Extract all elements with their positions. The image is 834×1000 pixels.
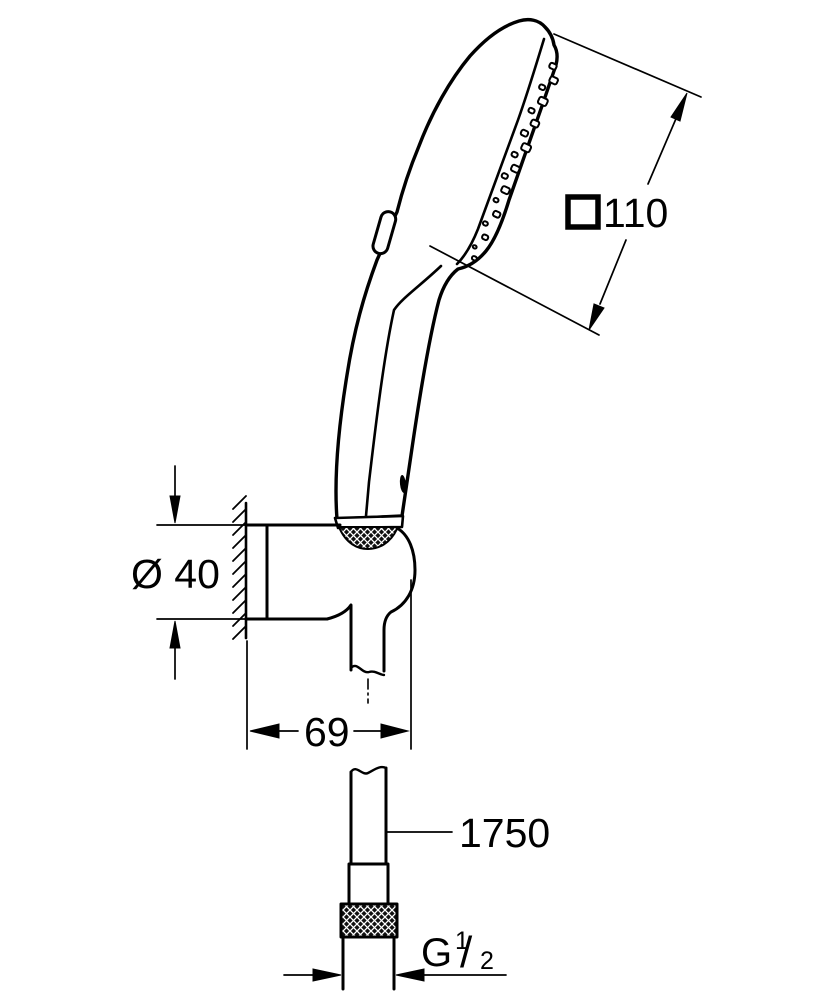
handle-seam (364, 264, 443, 518)
holder-diameter-label: Ø 40 (131, 551, 220, 597)
arrowhead-icon (312, 968, 342, 982)
handle-indicator-mark (399, 475, 407, 493)
dimension-holder-diameter: Ø 40 (131, 465, 247, 680)
head-size-label: 110 (603, 190, 668, 236)
dimension-hose-length: 1750 (386, 810, 550, 856)
wall-holder (232, 495, 417, 704)
arrowhead-icon (670, 92, 688, 122)
shower-hose (339, 765, 399, 991)
holder-ball (382, 526, 417, 673)
thread-connector-cylinder (341, 935, 396, 991)
holder-projection-label: 69 (304, 709, 350, 755)
spray-nozzles-icon (470, 61, 559, 262)
shower-head-outline (334, 17, 559, 521)
face-plate-seam (455, 37, 546, 266)
dimension-thread: G 1 / 2 (283, 927, 507, 982)
thread-numerator-label: 1 (455, 927, 469, 955)
knurled-nut (339, 902, 399, 939)
holder-hose-exit (325, 603, 353, 672)
hose-break-line-lower (349, 765, 388, 775)
arrowhead-icon (395, 968, 425, 982)
thread-denominator-label: 2 (480, 947, 494, 975)
thread-prefix-label: G (421, 931, 452, 975)
arrowhead-icon (380, 723, 410, 739)
hose-ferrule (347, 862, 390, 906)
wall-hatching-icon (232, 495, 247, 640)
hose-break-line-upper (349, 664, 386, 677)
spray-button (371, 210, 398, 256)
arrowhead-icon (249, 723, 280, 739)
arrowhead-icon (588, 303, 605, 331)
hose-length-label: 1750 (459, 810, 550, 856)
arrowhead-icon (169, 620, 181, 649)
dimension-holder-projection: 69 (246, 579, 412, 755)
ext-line (429, 245, 600, 336)
square-symbol-icon (565, 194, 601, 230)
handle-cone-nut (338, 526, 398, 550)
arrowhead-icon (169, 495, 181, 524)
dimension-head-size: 110 (429, 33, 702, 336)
dim-line (599, 239, 627, 305)
dim-line (647, 113, 679, 185)
ext-line (553, 33, 702, 98)
thread-slash-label: / (460, 928, 473, 977)
hand-shower (333, 17, 559, 550)
